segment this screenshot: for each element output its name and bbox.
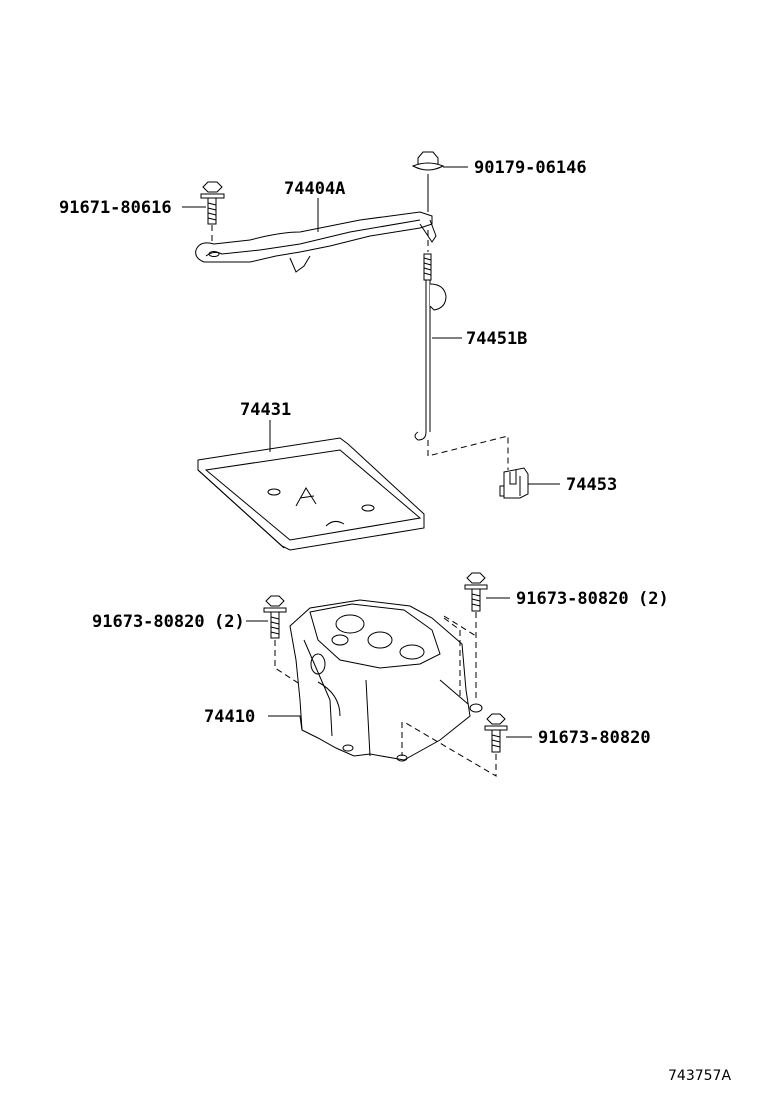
part-qty-91673-80820-left: (2)	[214, 612, 245, 632]
rod-74451b-drawing	[414, 230, 509, 470]
part-label-74404a: 74404A	[284, 179, 345, 199]
bolt-91673-80820-right-drawing	[443, 572, 488, 700]
part-label-74451b: 74451B	[466, 329, 527, 349]
clamp-74404a-drawing	[195, 211, 437, 273]
bolt-91673-80820-lower-drawing	[403, 713, 508, 777]
battery-tray-74410-drawing	[289, 599, 483, 762]
part-label-74453: 74453	[566, 475, 617, 495]
part-label-91673-80820-right: 91673-80820	[516, 589, 629, 609]
nut-90179-06146-drawing	[411, 151, 445, 212]
bolt-91671-80616-drawing	[200, 181, 225, 248]
part-label-74410: 74410	[204, 707, 255, 727]
part-label-91673-80820-left: 91673-80820	[92, 612, 205, 632]
part-label-74431: 74431	[240, 400, 291, 420]
part-qty-91673-80820-right: (2)	[638, 589, 669, 609]
part-label-91673-80820-lower: 91673-80820	[538, 728, 651, 748]
insulator-74431-drawing	[197, 437, 425, 551]
part-label-91671-80616: 91671-80616	[59, 198, 172, 218]
part-label-90179-06146: 90179-06146	[474, 158, 587, 178]
hook-74453-drawing	[499, 467, 529, 499]
leader-74410	[268, 715, 303, 731]
diagram-id: 743757A	[668, 1068, 731, 1084]
